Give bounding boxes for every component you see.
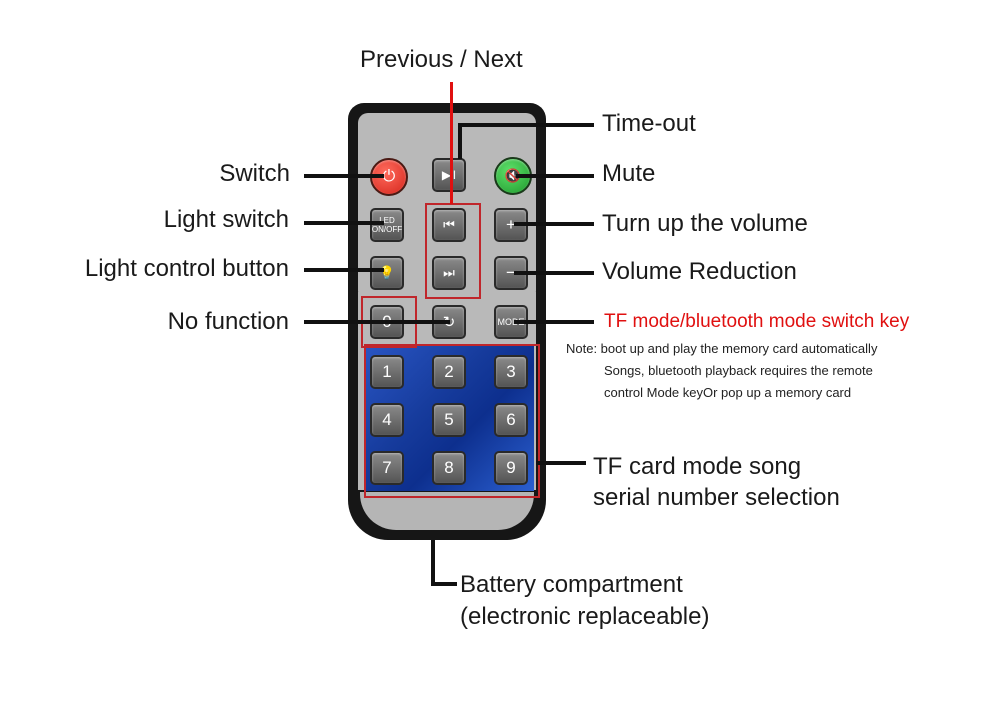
number-7-button[interactable]: 7 bbox=[370, 451, 404, 485]
number-8-label: 8 bbox=[444, 458, 454, 477]
previous-icon: ⏮ bbox=[443, 217, 455, 232]
previous-button[interactable]: ⏮ bbox=[432, 208, 466, 242]
number-6-label: 6 bbox=[506, 410, 516, 429]
tf-mode-label: TF mode/bluetooth mode switch key bbox=[604, 311, 910, 332]
mode-label: MODE bbox=[497, 316, 525, 327]
mute-label: Mute bbox=[602, 160, 656, 187]
light-control-label: Light control button bbox=[84, 255, 289, 282]
note-line-1: Note: boot up and play the memory card a… bbox=[566, 341, 878, 356]
next-icon: ⏭ bbox=[443, 265, 455, 280]
number-5-button[interactable]: 5 bbox=[432, 403, 466, 437]
light-control-button[interactable]: 💡 bbox=[370, 256, 404, 290]
light-control-leader bbox=[304, 268, 384, 272]
number-4-button[interactable]: 4 bbox=[370, 403, 404, 437]
number-8-button[interactable]: 8 bbox=[432, 451, 466, 485]
number-9-button[interactable]: 9 bbox=[494, 451, 528, 485]
volume-down-leader bbox=[514, 271, 594, 275]
plus-icon: + bbox=[506, 215, 516, 234]
note-line-3: control Mode keyOr pop up a memory card bbox=[604, 385, 852, 400]
number-1-button[interactable]: 1 bbox=[370, 355, 404, 389]
time-out-label: Time-out bbox=[602, 110, 696, 137]
battery-label-2: (electronic replaceable) bbox=[460, 603, 710, 630]
number-7-label: 7 bbox=[382, 458, 392, 477]
number-6-button[interactable]: 6 bbox=[494, 403, 528, 437]
volume-up-leader bbox=[514, 222, 594, 226]
next-button[interactable]: ⏭ bbox=[432, 256, 466, 290]
power-icon: ⏻ bbox=[382, 168, 396, 185]
switch-leader bbox=[304, 174, 384, 178]
switch-label: Switch bbox=[219, 160, 290, 187]
play-pause-button[interactable]: ▶‖ bbox=[432, 158, 466, 192]
battery-label-1: Battery compartment bbox=[460, 571, 683, 598]
no-function-label: No function bbox=[167, 308, 289, 335]
number-9-label: 9 bbox=[506, 458, 516, 477]
prev-next-highlight bbox=[425, 203, 481, 299]
time-out-leader-v bbox=[458, 123, 462, 159]
light-switch-label: Light switch bbox=[163, 206, 289, 233]
previous-next-label: Previous / Next bbox=[360, 46, 523, 73]
led-switch-label: LED ON/OFF bbox=[371, 216, 403, 234]
prev-next-leader bbox=[450, 82, 453, 204]
number-1-label: 1 bbox=[382, 362, 392, 381]
number-2-button[interactable]: 2 bbox=[432, 355, 466, 389]
numpad-highlight bbox=[364, 344, 540, 498]
number-3-button[interactable]: 3 bbox=[494, 355, 528, 389]
mute-icon: 🔇 bbox=[504, 168, 522, 183]
play-pause-icon: ▶‖ bbox=[441, 168, 457, 182]
minus-icon: − bbox=[506, 263, 516, 282]
led-switch-button[interactable]: LED ON/OFF bbox=[370, 208, 404, 242]
number-5-label: 5 bbox=[444, 410, 454, 429]
mute-leader bbox=[516, 174, 594, 178]
battery-compartment bbox=[360, 492, 534, 530]
song-selection-label-2: serial number selection bbox=[593, 484, 840, 511]
no-function-leader bbox=[304, 320, 450, 324]
number-3-label: 3 bbox=[506, 362, 516, 381]
numpad-leader bbox=[536, 461, 586, 465]
light-switch-leader bbox=[304, 221, 384, 225]
battery-leader-v bbox=[431, 540, 435, 586]
tf-mode-note: Note: boot up and play the memory card a… bbox=[566, 338, 877, 404]
time-out-leader-h bbox=[458, 123, 594, 127]
turn-up-volume-label: Turn up the volume bbox=[602, 210, 808, 237]
battery-leader-h bbox=[431, 582, 457, 586]
number-2-label: 2 bbox=[444, 362, 454, 381]
number-4-label: 4 bbox=[382, 410, 392, 429]
song-selection-label-1: TF card mode song bbox=[593, 453, 802, 480]
note-line-2: Songs, bluetooth playback requires the r… bbox=[604, 363, 873, 378]
mode-leader bbox=[514, 320, 594, 324]
volume-reduction-label: Volume Reduction bbox=[602, 258, 797, 285]
